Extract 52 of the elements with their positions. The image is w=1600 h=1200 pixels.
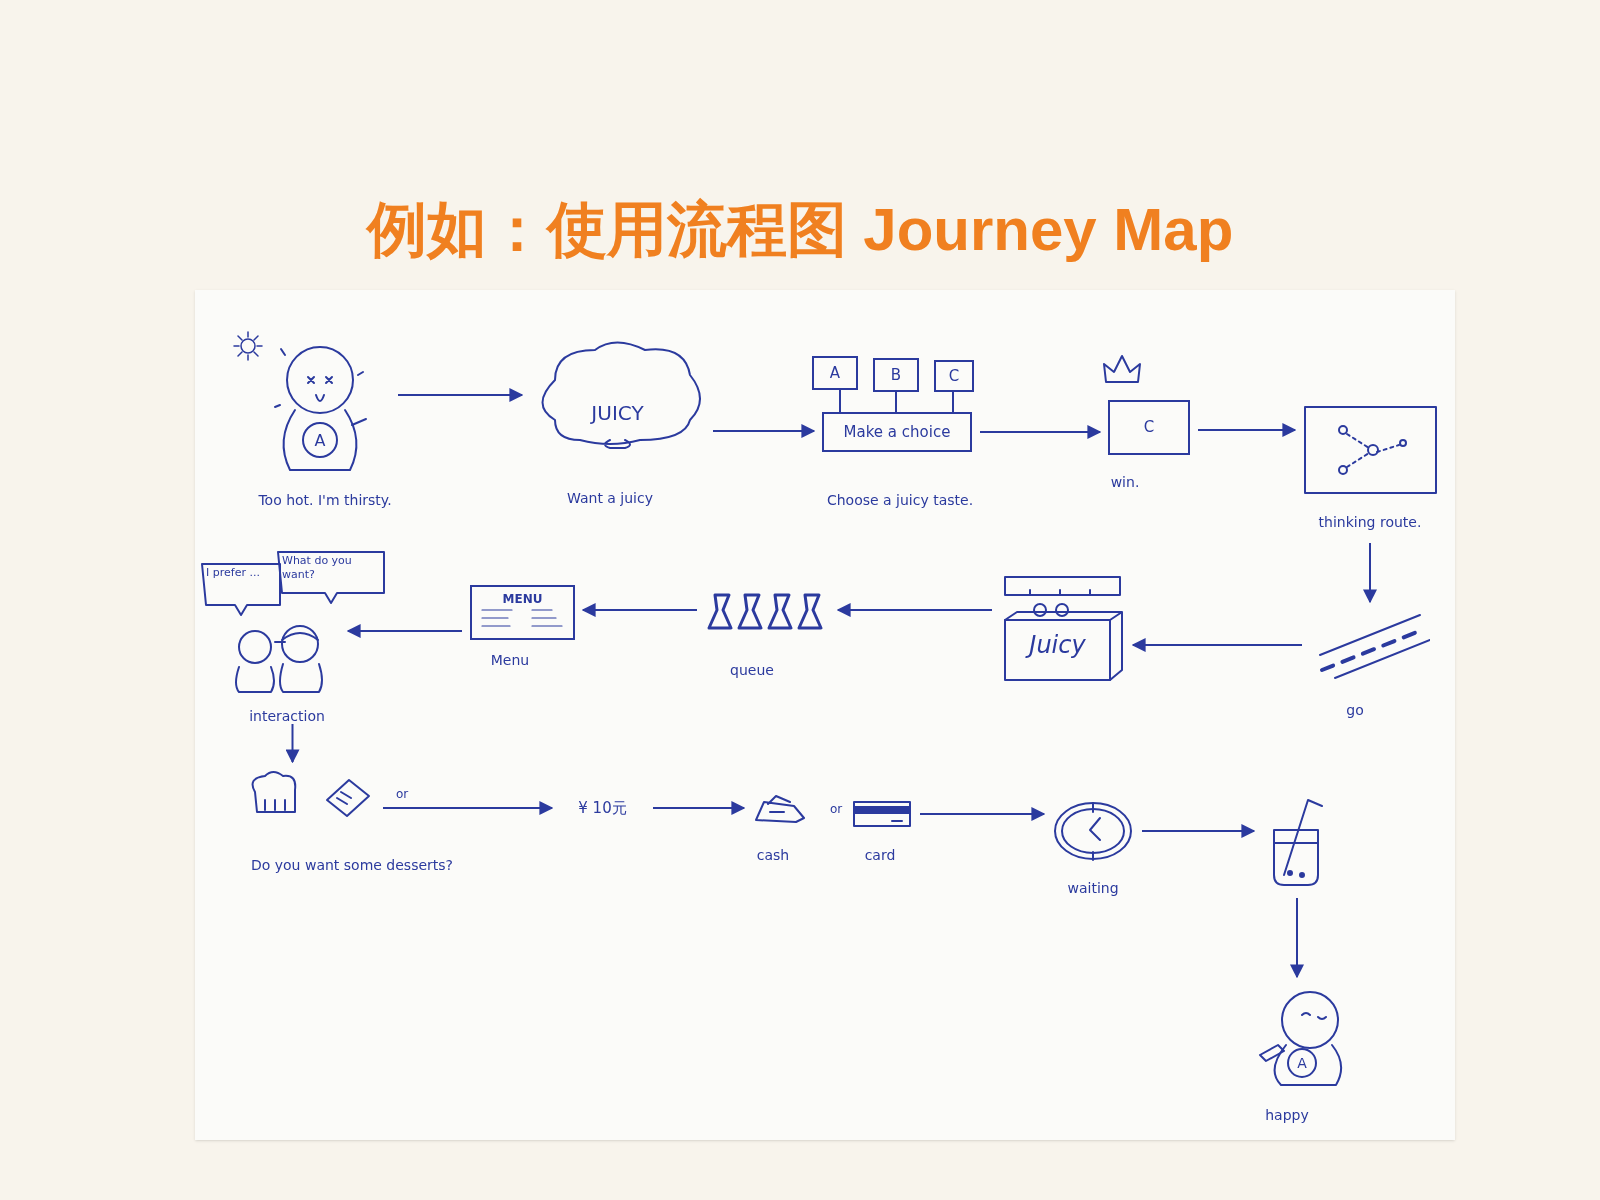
- connector-word: or: [396, 786, 409, 803]
- result-box: C: [1108, 400, 1190, 455]
- option-box: B: [873, 358, 919, 392]
- step-caption: Want a juicy: [567, 489, 653, 508]
- drawing-text: JUICY: [589, 400, 645, 427]
- arrow: [919, 807, 1046, 821]
- option-box: A: [812, 356, 858, 390]
- step-caption: Too hot. I'm thirsty.: [258, 491, 392, 510]
- drawing-text: Juicy: [1005, 627, 1110, 663]
- arrow: [1290, 897, 1304, 979]
- connector-word: or: [830, 801, 843, 818]
- arrow: [346, 624, 463, 638]
- step-caption: interaction: [249, 707, 325, 726]
- price-text: ¥ 10元: [560, 795, 645, 821]
- title: 例如：使用流程图 Journey Map: [365, 200, 1235, 260]
- arrow: [652, 801, 746, 815]
- arrow: [979, 425, 1102, 439]
- step-caption: waiting: [1067, 879, 1119, 898]
- arrow: [285, 723, 300, 764]
- arrow: [397, 388, 524, 402]
- connector-line: [895, 391, 897, 413]
- clock-drawing: [1052, 800, 1134, 862]
- connector-line: [952, 391, 954, 413]
- step-caption: cash: [756, 846, 790, 865]
- arrow: [1141, 824, 1256, 838]
- step-caption: Choose a juicy taste.: [826, 491, 974, 510]
- step-caption: card: [864, 846, 896, 865]
- cash-drawing: [752, 792, 807, 824]
- step-caption: Menu: [490, 651, 530, 670]
- process-box: Make a choice: [822, 412, 972, 452]
- menu-title: MENU: [501, 591, 544, 608]
- step-caption: happy: [1265, 1106, 1309, 1125]
- step-caption: queue: [730, 661, 774, 680]
- map-drawing: [1303, 405, 1438, 495]
- card-drawing: [852, 800, 912, 828]
- option-box: C: [934, 360, 974, 392]
- step-caption: win.: [1110, 473, 1140, 492]
- connector-line: [839, 389, 841, 413]
- drawing-text: What do you want?: [282, 554, 353, 582]
- drawing-text: I prefer ...: [206, 566, 261, 580]
- step-caption: Do you want some desserts?: [251, 856, 453, 875]
- arrow: [1197, 423, 1297, 437]
- step-caption: go: [1346, 701, 1364, 720]
- step-caption: thinking route.: [1318, 513, 1422, 532]
- arrow: [836, 603, 993, 617]
- arrow: [1131, 638, 1303, 652]
- drawing-text: A: [313, 430, 327, 452]
- arrow: [382, 801, 554, 815]
- arrow: [712, 424, 816, 438]
- drawing-text: A: [1296, 1054, 1308, 1073]
- arrow: [1363, 542, 1377, 604]
- arrow: [581, 603, 698, 617]
